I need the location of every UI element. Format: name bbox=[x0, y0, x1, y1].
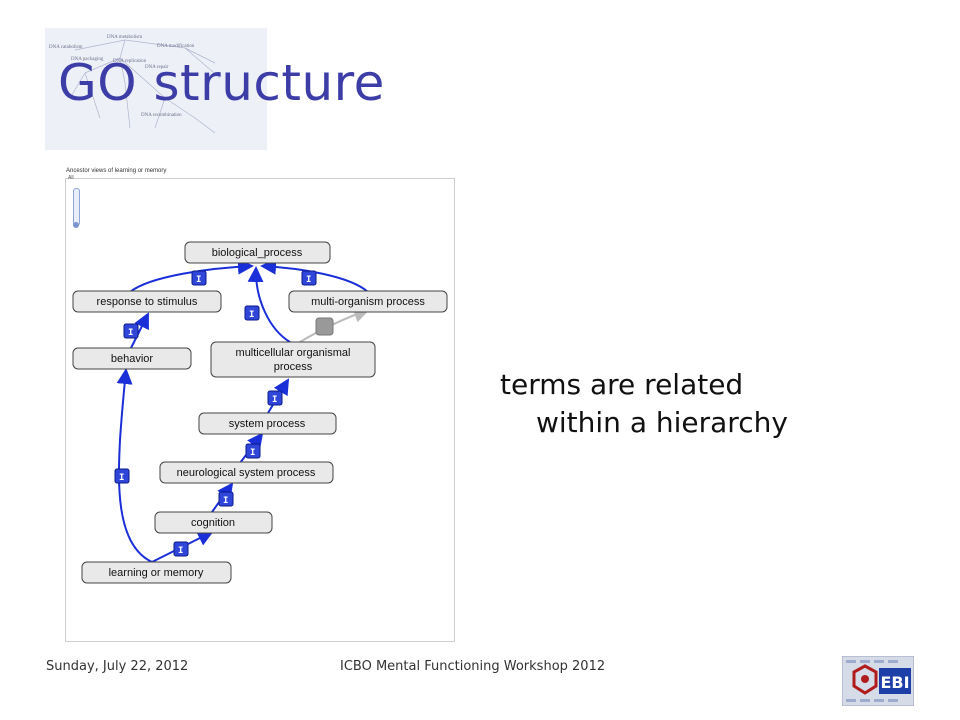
slide-title: GO structure bbox=[58, 54, 385, 112]
panel-filter-label: All bbox=[68, 175, 74, 181]
node-multicellular-organismal-process[interactable]: multicellular organismal process bbox=[210, 341, 376, 378]
node-label: behavior bbox=[111, 353, 154, 365]
is-a-badge-label: I bbox=[196, 275, 201, 285]
is-a-badge-label: I bbox=[128, 328, 133, 338]
edge-response-to-biological bbox=[129, 258, 254, 293]
logo-text: EBI bbox=[880, 673, 909, 692]
node-label: learning or memory bbox=[109, 567, 204, 579]
panel-caption: Ancestor views of learning or memory bbox=[66, 168, 167, 174]
ebi-logo: EBI bbox=[842, 656, 914, 706]
node-neurological-system-process[interactable]: neurological system process bbox=[159, 461, 334, 484]
bg-label: DNA packaging bbox=[71, 57, 104, 62]
node-cognition[interactable]: cognition bbox=[154, 511, 273, 534]
node-label: multi-organism process bbox=[311, 296, 425, 308]
node-learning-or-memory[interactable]: learning or memory bbox=[81, 561, 232, 584]
is-a-badge-label: I bbox=[249, 310, 254, 320]
is-a-badge-label: I bbox=[272, 395, 277, 405]
background-diagram: DNA metabolism DNA modification DNA cata… bbox=[49, 35, 221, 134]
is-a-badge-label: I bbox=[250, 448, 255, 458]
node-biological-process[interactable]: biological_process bbox=[184, 241, 331, 264]
node-behavior[interactable]: behavior bbox=[72, 347, 192, 370]
is-a-badge-label: I bbox=[306, 275, 311, 285]
is-a-badges: I I I I I I I I I bbox=[114, 270, 317, 557]
edge-multicellular-to-biological bbox=[247, 266, 291, 343]
node-system-process[interactable]: system process bbox=[198, 412, 337, 435]
node-label-line2: process bbox=[274, 361, 313, 373]
edge-behavior-to-response bbox=[129, 312, 149, 351]
edge-learning-to-behavior bbox=[116, 368, 153, 563]
edge-multi-organism-to-biological bbox=[260, 258, 369, 293]
node-label: system process bbox=[229, 418, 306, 430]
bg-label: DNA replication bbox=[113, 59, 147, 64]
regulates-badge bbox=[315, 317, 334, 336]
footer-event: ICBO Mental Functioning Workshop 2012 bbox=[340, 659, 606, 674]
is-a-badge-label: I bbox=[178, 546, 183, 556]
node-label-line1: multicellular organismal bbox=[236, 347, 351, 359]
node-multi-organism-process[interactable]: multi-organism process bbox=[288, 290, 448, 313]
bg-label: DNA recombination bbox=[141, 113, 182, 118]
bg-label: DNA metabolism bbox=[107, 35, 142, 40]
bullet-line-2: within a hierarchy bbox=[536, 406, 788, 439]
node-label: biological_process bbox=[212, 247, 303, 259]
bg-label: DNA modification bbox=[157, 44, 195, 49]
zoom-slider-handle[interactable] bbox=[73, 222, 79, 228]
bg-label: DNA repair bbox=[145, 65, 169, 70]
node-label: cognition bbox=[191, 517, 235, 529]
bg-label: DNA catabolism bbox=[49, 45, 83, 50]
node-label: response to stimulus bbox=[97, 296, 198, 308]
bullet-line-1: terms are related bbox=[500, 368, 744, 401]
is-a-badge-label: I bbox=[223, 496, 228, 506]
node-response-to-stimulus[interactable]: response to stimulus bbox=[72, 290, 222, 313]
footer-date: Sunday, July 22, 2012 bbox=[46, 659, 189, 674]
edge-regulates-gray bbox=[299, 307, 370, 343]
bullet-text: terms are related within a hierarchy bbox=[500, 366, 788, 442]
background-diagram-thumbnail: DNA metabolism DNA modification DNA cata… bbox=[45, 28, 267, 150]
node-label: neurological system process bbox=[177, 467, 316, 479]
is-a-badge-label: I bbox=[119, 473, 124, 483]
